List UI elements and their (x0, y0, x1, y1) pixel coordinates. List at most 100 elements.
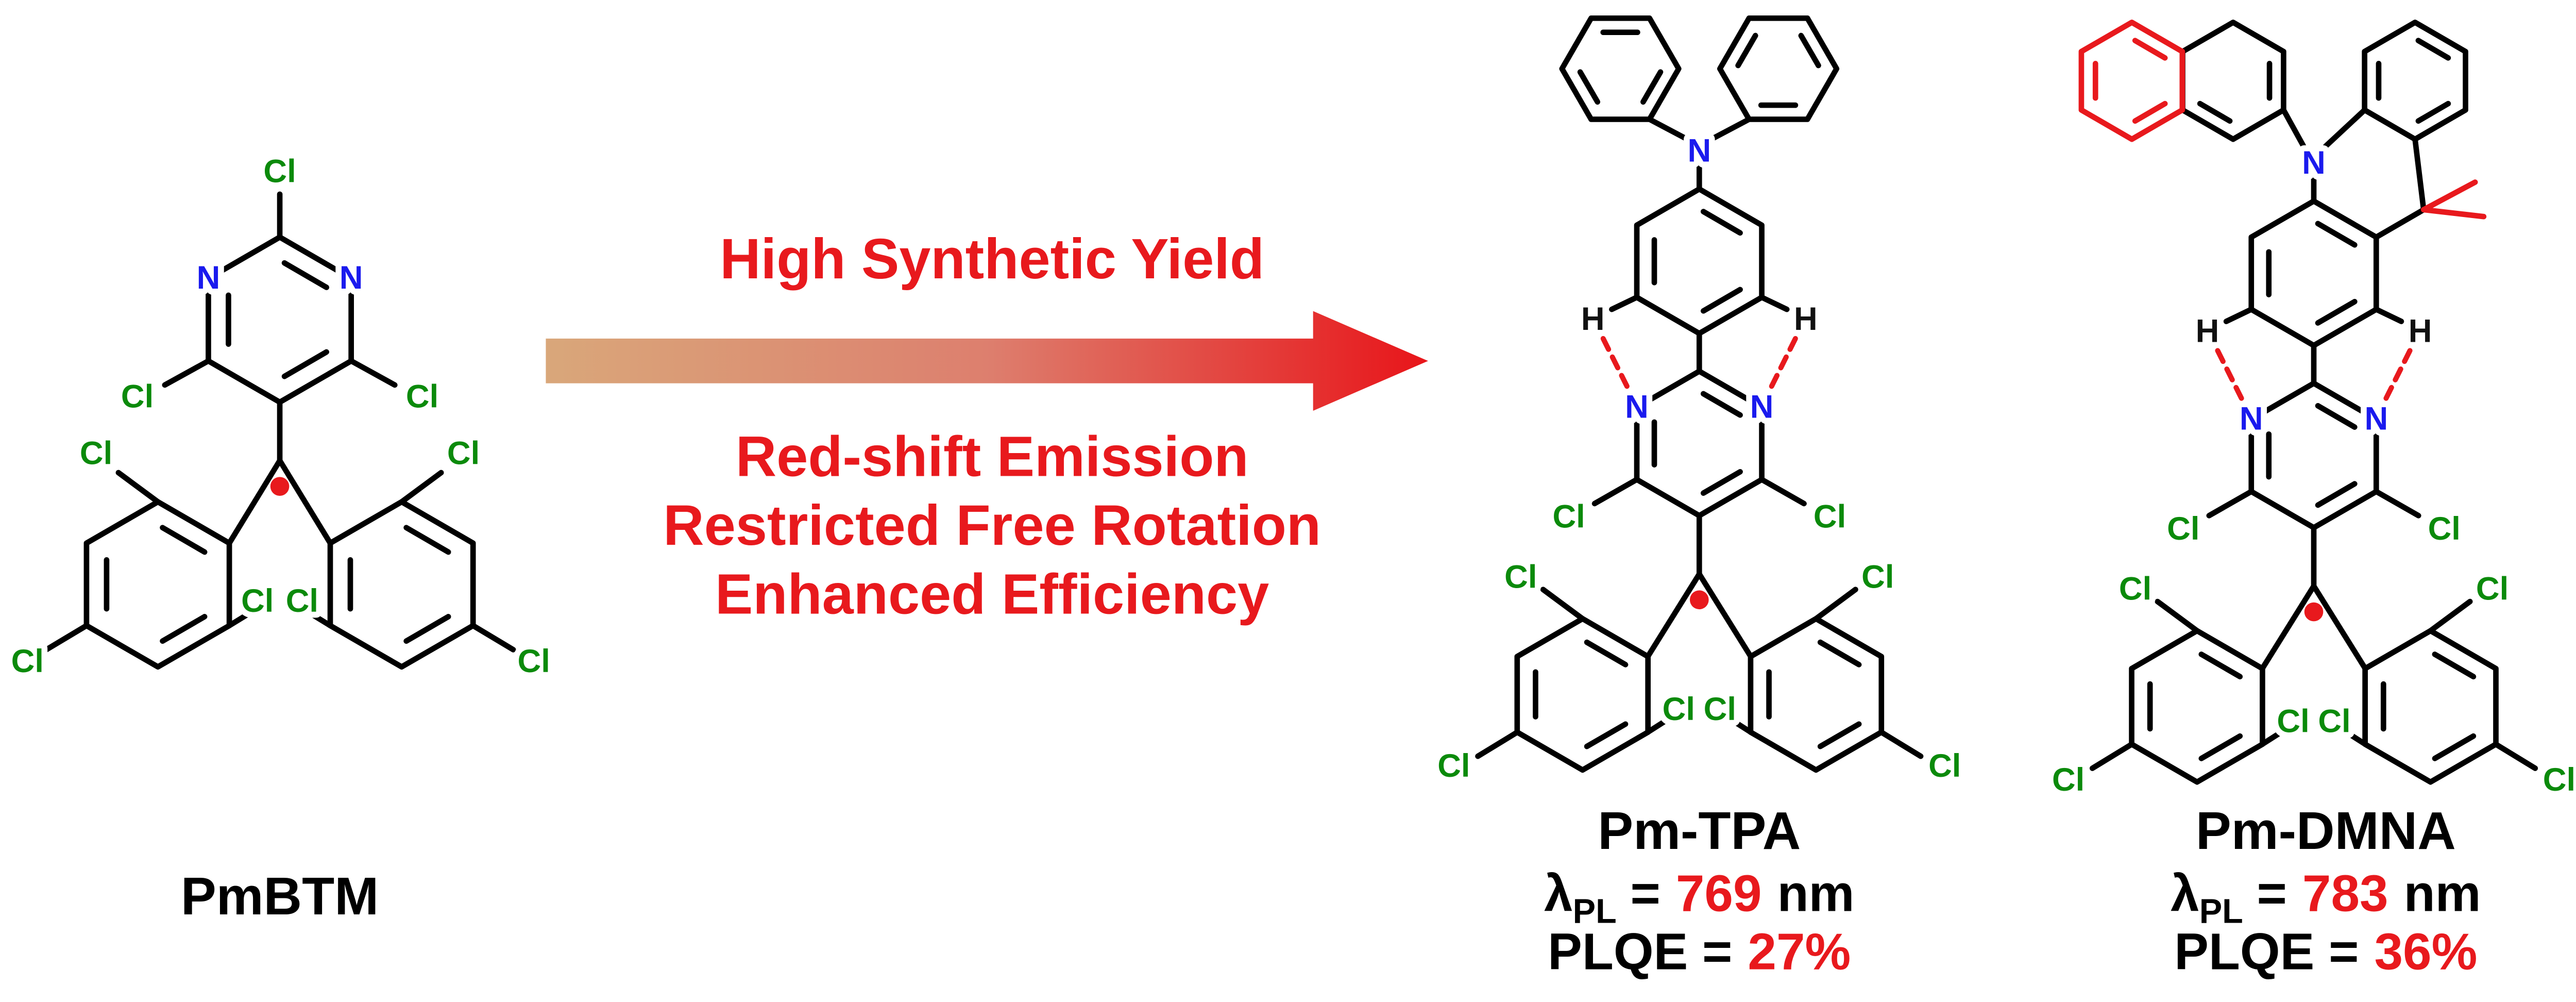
cl-label: Cl (1928, 748, 1961, 784)
double-bond (281, 349, 330, 379)
reaction-arrow (546, 311, 1428, 411)
dmna-pyrimidine-ring (2248, 380, 2379, 531)
pmbtm-trichlorophenyl-ring-left (83, 499, 232, 670)
double-bond (2315, 221, 2358, 248)
double-bond (1700, 287, 1743, 314)
n-label: N (1625, 389, 1649, 425)
double-bond (160, 525, 208, 555)
n-label: N (340, 260, 363, 296)
cl-label: Cl (2428, 511, 2461, 547)
double-bond (2315, 481, 2358, 508)
ring-bond (1514, 616, 1651, 773)
double-bond (1577, 69, 1601, 105)
h-bond-dashed-right (2381, 348, 2413, 405)
pmbtm-trichlorophenyl-ring-right (327, 499, 476, 670)
n-label: N (2240, 401, 2263, 437)
ring-bond (2362, 20, 2468, 142)
dmna-naphthalene-ring-outer (2078, 20, 2185, 142)
dmna-naphthalene-ring-inner (2180, 20, 2286, 142)
radical-dot (270, 477, 290, 496)
ring-bond (1748, 616, 1885, 773)
cl-label: Cl (447, 435, 480, 471)
h-bond-dashed-right (1767, 336, 1798, 393)
cl-label: Cl (263, 153, 296, 189)
double-bond (2315, 403, 2358, 430)
cl-label: Cl (286, 583, 318, 619)
cl-label: Cl (11, 643, 44, 679)
double-bond (2415, 38, 2451, 61)
dmna-phenylene-ring (2248, 198, 2379, 348)
dmna-trichlorophenyl-ring-left (2129, 628, 2265, 785)
double-bond (2198, 733, 2243, 761)
double-bond (2132, 101, 2168, 124)
molecule-pm-tpa: N H H N N Cl Cl Cl Cl Cl Cl Cl Cl Pm-TPA… (1432, 15, 1967, 981)
cl-label: Cl (2543, 762, 2575, 798)
double-bond (1817, 639, 1862, 667)
cl-label: Cl (2119, 571, 2151, 607)
plqe-value: 36% (2374, 923, 2477, 981)
tpa-phenyl-ring-right (1717, 15, 1840, 122)
h-label: H (2196, 313, 2219, 349)
plqe-line-dmna: PLQE =36% (2174, 923, 2477, 981)
tpa-trichlorophenyl-ring-left (1514, 616, 1651, 773)
radical-dot (1689, 590, 1709, 610)
pmbtm-pyrimidine-ring (206, 234, 354, 405)
tpa-phenylene-ring (1634, 186, 1765, 337)
h-label: H (1581, 301, 1605, 337)
cl-label: Cl (121, 378, 154, 414)
double-bond (2198, 652, 2243, 680)
ring-bond (1634, 368, 1765, 519)
cl-label: Cl (1814, 499, 1846, 535)
double-bond (1735, 32, 1758, 69)
methyl-bond-lower (2420, 207, 2487, 220)
pm-tpa-bonds (1475, 116, 1924, 759)
reaction-arrow-group: High Synthetic Yield Red-shift Emission … (546, 227, 1428, 626)
double-bond (1700, 391, 1743, 418)
double-bond (1640, 69, 1664, 105)
n-label: N (1750, 389, 1774, 425)
double-bond (2315, 298, 2358, 326)
cl-label: Cl (2167, 511, 2199, 547)
dmna-trichlorophenyl-ring-right (2362, 628, 2499, 785)
double-bond (1817, 721, 1862, 749)
n-label: N (197, 260, 221, 296)
arrow-text-line-1: Red-shift Emission (736, 425, 1249, 489)
h-bond-dashed-left (2215, 348, 2246, 405)
double-bond (1584, 639, 1629, 667)
ring-bond (327, 499, 476, 670)
ring-bond (1717, 15, 1840, 122)
double-bond (1798, 32, 1821, 69)
ring-bond (2129, 628, 2265, 785)
double-bond (2432, 652, 2477, 680)
h-label: H (2409, 313, 2432, 349)
double-bond (403, 525, 451, 555)
pm-dmna-bonds (2089, 107, 2538, 771)
n-label: N (2364, 401, 2388, 437)
ring-bond (2248, 198, 2379, 348)
arrow-text-line-2: Restricted Free Rotation (663, 494, 1321, 557)
cl-label: Cl (2052, 762, 2084, 798)
cl-label: Cl (1861, 559, 1894, 595)
ring-bond (2362, 628, 2499, 785)
ring-bond (1559, 15, 1682, 122)
plqe-line-tpa: PLQE =27% (1548, 923, 1851, 981)
plqe-value: 27% (1748, 923, 1851, 981)
cl-label: Cl (2476, 571, 2509, 607)
cl-label: Cl (517, 643, 550, 679)
cl-label: Cl (406, 378, 438, 414)
molecule-pmbtm: Cl N N Cl Cl Cl Cl Cl Cl Cl Cl PmBTM (5, 147, 556, 926)
double-bond (403, 614, 451, 644)
molecule-pm-dmna: N H H N N Cl Cl Cl Cl Cl Cl Cl Cl Pm-DMN… (2046, 20, 2576, 981)
cl-label: Cl (1663, 691, 1695, 727)
double-bond (2132, 38, 2168, 61)
ring-bond (1634, 186, 1765, 337)
ring-bond (2248, 380, 2379, 531)
tpa-phenyl-ring-left (1559, 15, 1682, 122)
arrow-text-top: High Synthetic Yield (720, 227, 1264, 291)
double-bond (1700, 469, 1743, 496)
cl-label: Cl (2318, 703, 2350, 739)
